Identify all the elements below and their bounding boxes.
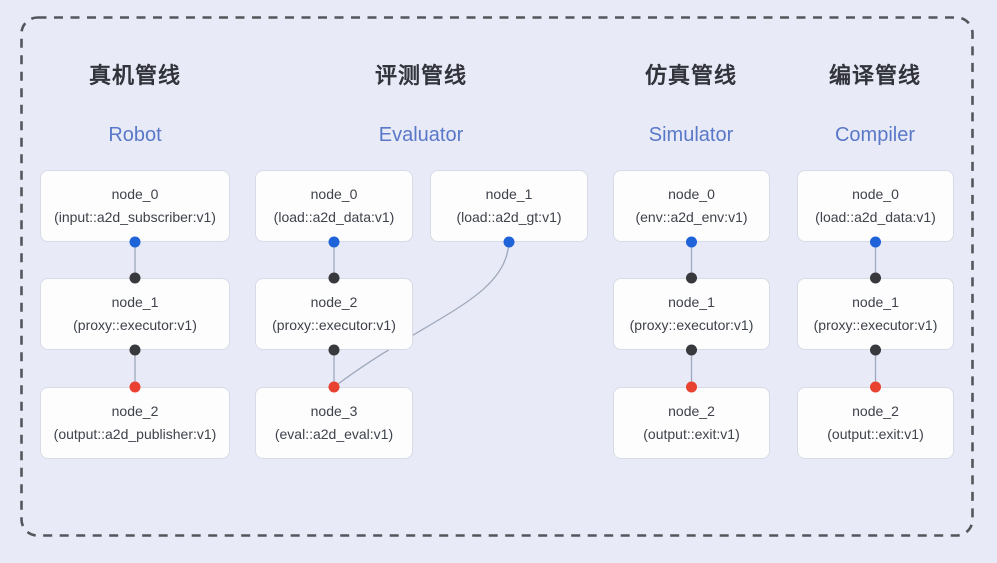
node-name: node_2	[852, 403, 899, 419]
node-box-robot-0: node_0 (input::a2d_subscriber:v1)	[40, 170, 230, 242]
node-name: node_2	[310, 294, 358, 310]
node-box-compiler-0: node_0 (load::a2d_data:v1)	[797, 170, 954, 242]
node-box-evaluator-0: node_0 (load::a2d_data:v1)	[255, 170, 413, 242]
pipeline-header-simulator: 仿真管线 Simulator	[591, 62, 791, 148]
node-name: node_0	[310, 186, 358, 202]
node-type: (env::a2d_env:v1)	[635, 209, 748, 225]
node-box-simulator-1: node_1 (proxy::executor:v1)	[613, 278, 770, 350]
node-box-compiler-2: node_2 (output::exit:v1)	[797, 387, 954, 459]
pipeline-title-zh: 真机管线	[88, 63, 181, 88]
node-box-evaluator-2: node_2 (proxy::executor:v1)	[255, 278, 413, 350]
node-type: (proxy::executor:v1)	[813, 317, 938, 333]
node-box-simulator-2: node_2 (output::exit:v1)	[613, 387, 770, 459]
pipeline-title-en: Evaluator	[378, 124, 464, 146]
node-type: (output::exit:v1)	[827, 426, 924, 442]
pipeline-title-zh: 评测管线	[374, 63, 467, 88]
node-type: (input::a2d_subscriber:v1)	[54, 209, 216, 225]
node-name: node_3	[310, 403, 358, 419]
node-box-evaluator-3: node_3 (eval::a2d_eval:v1)	[255, 387, 413, 459]
node-name: node_0	[668, 186, 715, 202]
pipeline-title-en: Compiler	[834, 124, 916, 146]
node-type: (proxy::executor:v1)	[629, 317, 754, 333]
node-type: (load::a2d_data:v1)	[815, 209, 936, 225]
node-name: node_1	[852, 294, 899, 310]
node-name: node_0	[111, 186, 159, 202]
node-name: node_2	[111, 403, 159, 419]
node-box-robot-2: node_2 (output::a2d_publisher:v1)	[40, 387, 230, 459]
node-type: (load::a2d_gt:v1)	[456, 209, 562, 225]
node-name: node_1	[668, 294, 715, 310]
pipeline-title-zh: 编译管线	[828, 63, 921, 88]
node-type: (proxy::executor:v1)	[272, 317, 396, 333]
node-type: (output::exit:v1)	[643, 426, 740, 442]
pipeline-header-compiler: 编译管线 Compiler	[775, 62, 975, 148]
node-name: node_0	[852, 186, 899, 202]
node-name: node_1	[111, 294, 159, 310]
node-name: node_1	[485, 186, 533, 202]
node-type: (proxy::executor:v1)	[73, 317, 197, 333]
node-box-evaluator-1: node_1 (load::a2d_gt:v1)	[430, 170, 588, 242]
node-box-simulator-0: node_0 (env::a2d_env:v1)	[613, 170, 770, 242]
node-type: (eval::a2d_eval:v1)	[274, 426, 394, 442]
pipeline-header-evaluator: 评测管线 Evaluator	[321, 62, 521, 148]
node-box-compiler-1: node_1 (proxy::executor:v1)	[797, 278, 954, 350]
pipeline-title-en: Simulator	[648, 124, 734, 146]
node-type: (load::a2d_data:v1)	[273, 209, 395, 225]
node-box-robot-1: node_1 (proxy::executor:v1)	[40, 278, 230, 350]
pipeline-header-robot: 真机管线 Robot	[35, 62, 235, 148]
node-name: node_2	[668, 403, 715, 419]
pipeline-title-zh: 仿真管线	[644, 63, 737, 88]
node-type: (output::a2d_publisher:v1)	[53, 426, 217, 442]
pipeline-title-en: Robot	[108, 124, 162, 146]
